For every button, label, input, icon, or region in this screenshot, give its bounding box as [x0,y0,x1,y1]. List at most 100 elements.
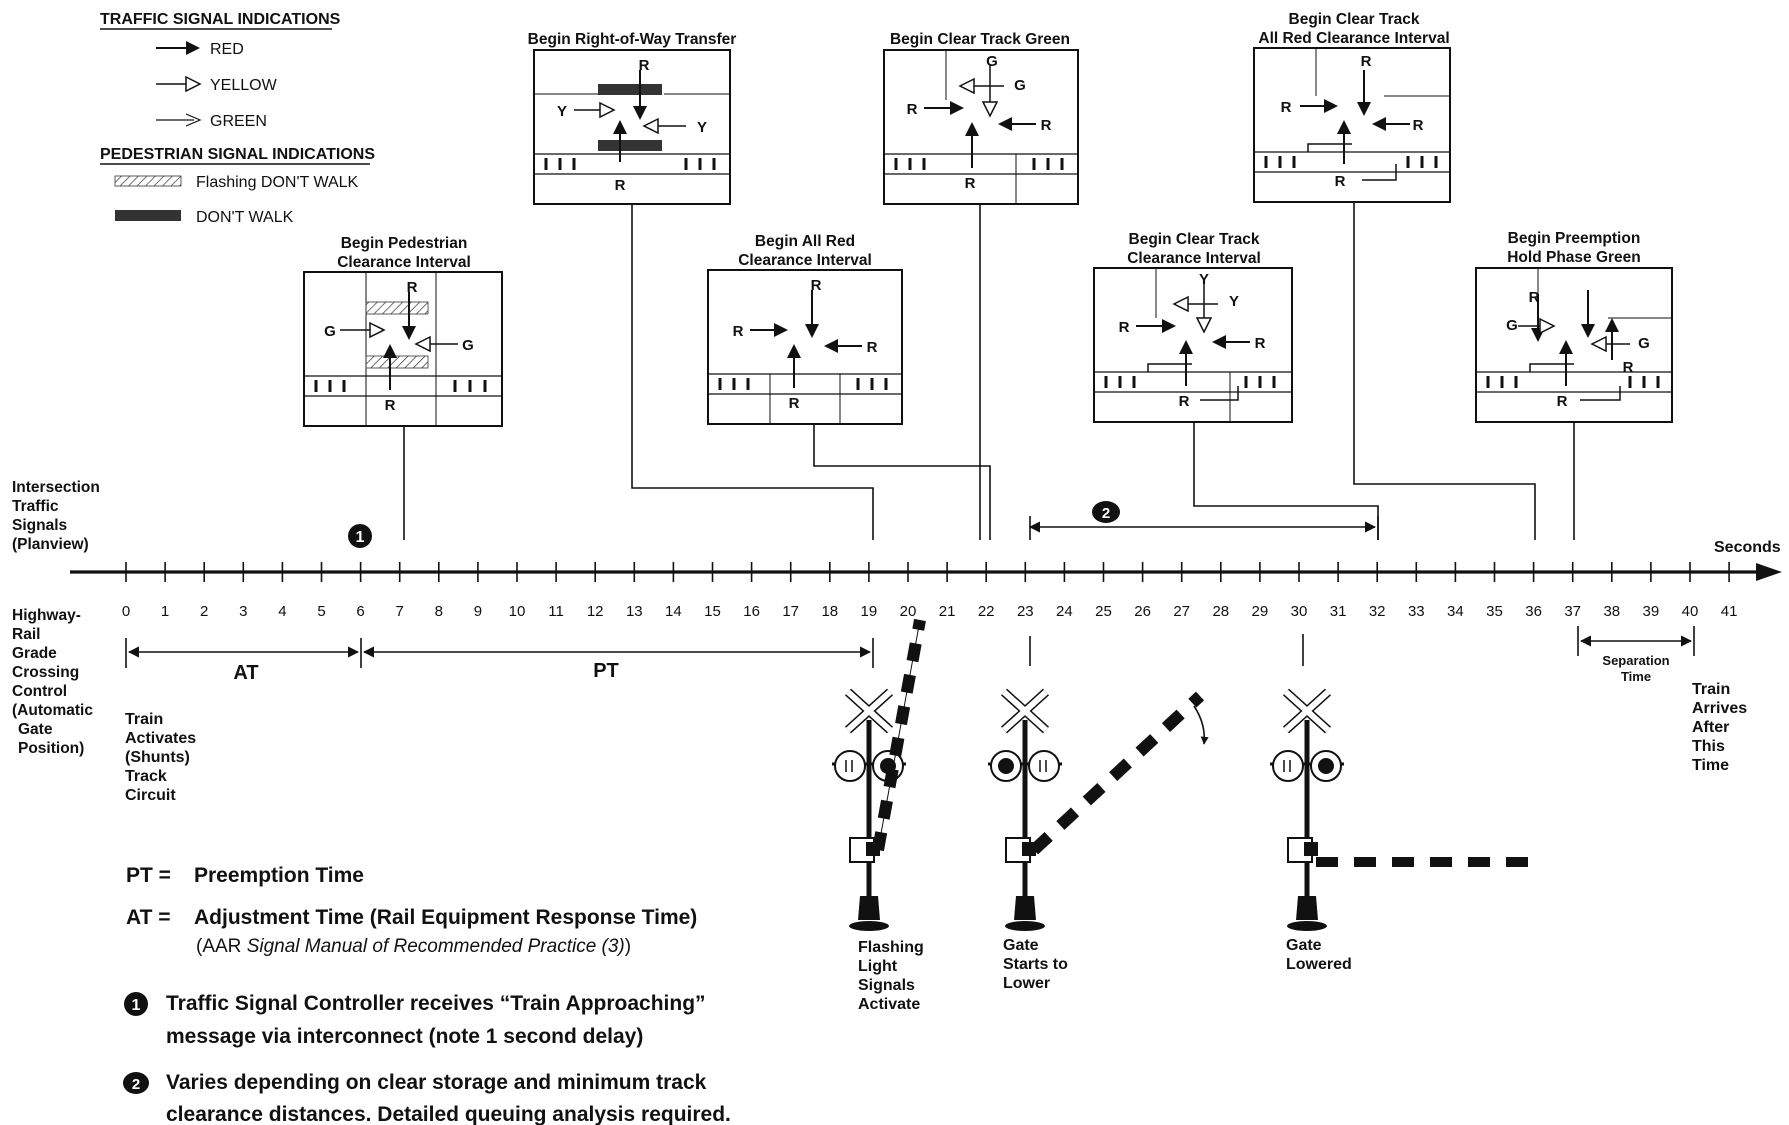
svg-text:R: R [1529,289,1540,306]
timeline-tick-label: 23 [1017,603,1034,620]
timeline-tick-label: 25 [1095,603,1112,620]
panel-ped-clearance: Begin Pedestrian Clearance Interval R G … [303,235,503,427]
svg-text:Y: Y [557,103,567,120]
timeline-arrowhead [1756,563,1782,581]
svg-text:R: R [907,101,918,118]
svg-text:Begin Clear Track: Begin Clear Track [1289,11,1420,28]
panel-all-red: Begin All Red Clearance Interval R R R R [707,233,903,425]
legend-red: RED [210,41,244,58]
svg-text:G: G [1506,317,1518,334]
timeline-tick-label: 19 [861,603,878,620]
svg-text:Rail: Rail [12,626,40,643]
svg-text:R: R [1281,99,1292,116]
svg-text:Lowered: Lowered [1286,956,1352,973]
timeline-tick-label: 24 [1056,603,1073,620]
svg-text:Light: Light [858,958,898,975]
crossing-gate-lowering [988,688,1209,931]
svg-text:R: R [1361,53,1372,70]
timeline-tick-label: 26 [1134,603,1151,620]
svg-text:Flashing: Flashing [858,939,924,956]
svg-text:G: G [1014,77,1026,94]
pt-label: PT [593,660,619,682]
note-2-line-2: clearance distances. Detailed queuing an… [166,1103,731,1125]
svg-text:R: R [1413,117,1424,134]
leader-all-red [813,424,991,540]
svg-text:R: R [789,395,800,412]
svg-text:R: R [407,279,418,296]
legend-flashing-dont-walk: Flashing DON'T WALK [196,174,359,191]
panel-clear-track-clearance: Begin Clear Track Clearance Interval Y Y… [1093,231,1293,423]
svg-text:R: R [1623,359,1634,376]
svg-text:Gate: Gate [1003,937,1039,954]
svg-text:Position): Position) [18,740,84,757]
crossbuck-icon [1282,688,1332,734]
leader-lines [403,202,1575,540]
timeline-tick-label: 14 [665,603,682,620]
timeline-tick-label: 37 [1564,603,1581,620]
svg-text:(Shunts): (Shunts) [125,749,190,766]
intervals: AT PT Separation Time [125,626,1695,684]
timeline-tick-label: 11 [548,603,564,620]
timeline-tick-label: 7 [396,603,404,620]
svg-text:(Planview): (Planview) [12,536,89,553]
svg-text:2: 2 [1102,505,1110,522]
svg-text:Signals: Signals [858,977,915,994]
svg-text:R: R [1041,117,1052,134]
timeline-tick-label: 10 [509,603,526,620]
at-definition: Adjustment Time (Rail Equipment Response… [194,906,697,929]
svg-text:G: G [986,53,998,70]
crossbuck-icon [844,688,894,734]
svg-text:This: This [1692,738,1725,755]
svg-text:Starts to: Starts to [1003,956,1068,973]
svg-text:Control: Control [12,683,67,700]
timeline-tick-label: 2 [200,603,208,620]
timeline-tick-label: 31 [1330,603,1347,620]
timeline-tick-label: 13 [626,603,643,620]
timeline-tick-label: 27 [1173,603,1190,620]
svg-text:R: R [1119,319,1130,336]
timeline-tick-label: 29 [1252,603,1269,620]
timeline-tick-label: 22 [978,603,995,620]
svg-text:Hold Phase Green: Hold Phase Green [1507,249,1641,266]
note-2-line-1: Varies depending on clear storage and mi… [166,1071,707,1094]
svg-text:All Red Clearance Interval: All Red Clearance Interval [1258,30,1449,47]
legend-ped-title: PEDESTRIAN SIGNAL INDICATIONS [100,146,375,163]
svg-text:Begin Clear Track Green: Begin Clear Track Green [890,31,1070,48]
svg-text:Arrives: Arrives [1692,700,1747,717]
svg-text:After: After [1692,719,1729,736]
crossbuck-icon [1000,688,1050,734]
timeline-tick-label: 33 [1408,603,1425,620]
crossing-gate-lowered [1270,688,1538,931]
note-2-marker [123,1072,149,1094]
timeline-tick-label: 17 [782,603,799,620]
svg-text:R: R [385,397,396,414]
note-1-line-1: Traffic Signal Controller receives “Trai… [166,992,706,1015]
panel-preemption-hold: Begin Preemption Hold Phase Green R G G … [1475,230,1673,423]
svg-text:1: 1 [356,529,365,546]
marker-1-axis: 1 [348,524,372,548]
panel-clear-track-all-red: Begin Clear Track All Red Clearance Inte… [1253,11,1451,203]
svg-text:Y: Y [1199,271,1209,288]
timeline-tick-label: 4 [278,603,286,620]
separation-label-2: Time [1621,669,1651,684]
svg-text:Time: Time [1692,757,1729,774]
timeline-tick-label: 32 [1369,603,1386,620]
leader-row-transfer [631,204,874,540]
axis-labels: Intersection Traffic Signals (Planview) … [12,479,1781,757]
signal-light-off-icon [1028,750,1060,782]
timeline-tick-label: 35 [1486,603,1503,620]
timeline-tick-label: 18 [821,603,838,620]
legend: TRAFFIC SIGNAL INDICATIONS RED YELLOW GR… [100,11,375,226]
signal-light-off-icon [834,750,866,782]
svg-text:Track: Track [125,768,167,785]
timeline-tick-label: 8 [435,603,443,620]
svg-text:R: R [639,57,650,74]
at-abbr: AT = [126,906,171,929]
panel-row-transfer: Begin Right-of-Way Transfer R Y Y R [528,31,736,205]
signal-light-on-icon [1318,758,1334,774]
svg-text:Crossing: Crossing [12,664,79,681]
svg-text:Gate: Gate [18,721,53,738]
note-1-line-2: message via interconnect (note 1 second … [166,1025,643,1048]
